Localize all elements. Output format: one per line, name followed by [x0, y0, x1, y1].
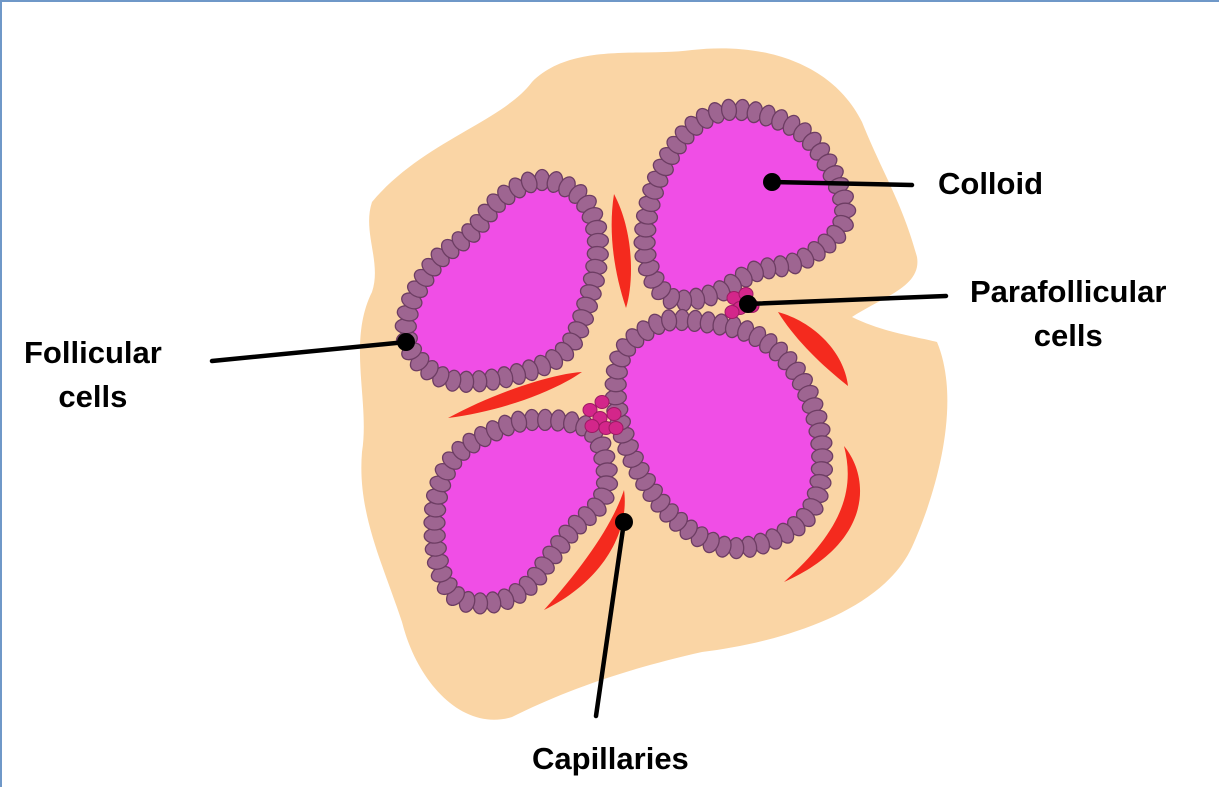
- follicular-cells-label: Follicular cells: [24, 331, 162, 419]
- parafollicular-label-line1: Parafollicular: [970, 270, 1166, 314]
- parafollicular-cell: [725, 306, 739, 319]
- parafollicular-cell: [595, 396, 609, 409]
- pointer-dot: [397, 333, 415, 351]
- parafollicular-cell: [585, 420, 599, 433]
- pointer-dot: [739, 295, 757, 313]
- colloid-label: Colloid: [938, 162, 1043, 206]
- colloid-label-text: Colloid: [938, 162, 1043, 206]
- parafollicular-label-line2: cells: [970, 314, 1166, 358]
- capillaries-label-text: Capillaries: [532, 737, 689, 781]
- capillaries-label: Capillaries: [532, 737, 689, 781]
- pointer-dot: [763, 173, 781, 191]
- parafollicular-cell: [607, 408, 621, 421]
- pointer-dot: [615, 513, 633, 531]
- parafollicular-cells-label: Parafollicular cells: [970, 270, 1166, 358]
- follicular-label-line2: cells: [24, 375, 162, 419]
- parafollicular-cell: [609, 422, 623, 435]
- follicular-label-line1: Follicular: [24, 331, 162, 375]
